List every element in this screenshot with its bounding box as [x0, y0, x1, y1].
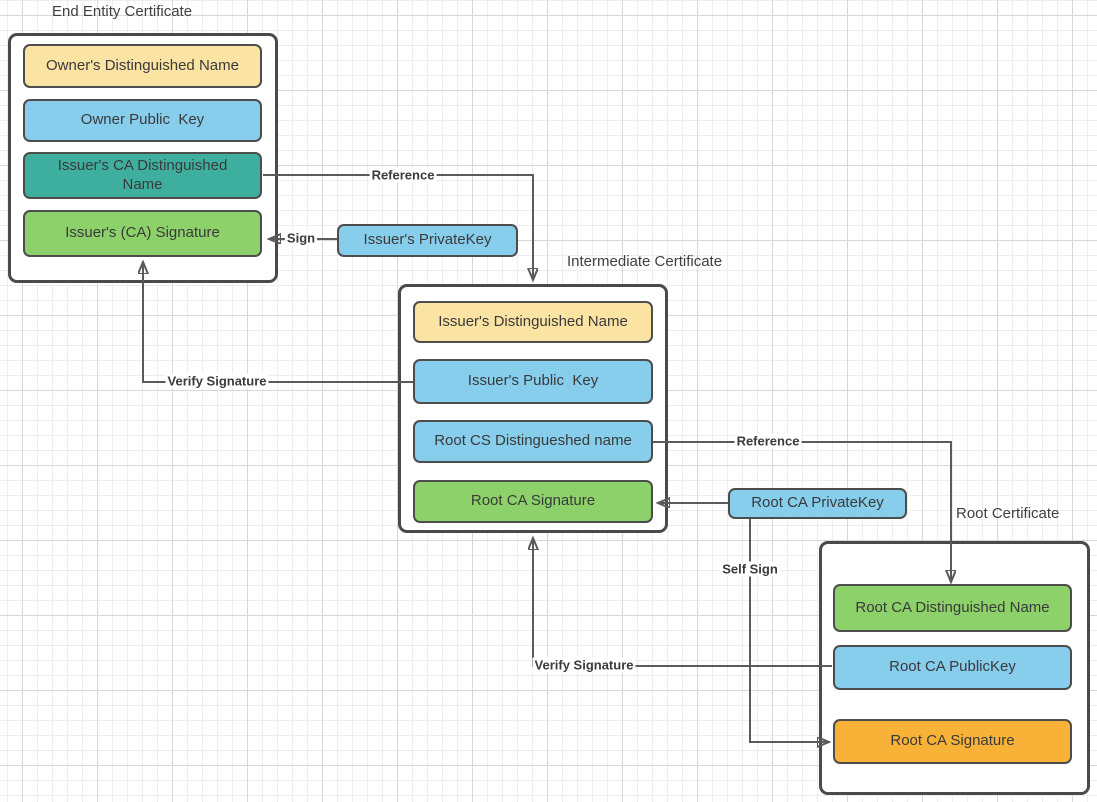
group-title-intermediate-certificate: Intermediate Certificate	[567, 253, 723, 270]
edge-label-reference-intermediate-to-root: Reference	[734, 433, 802, 449]
node-owner-public-key: Owner Public Key	[23, 99, 262, 142]
connector-verify-signature-root-to-intermediate	[533, 539, 832, 667]
edge-label-verify-signature-intermediate-to-end: Verify Signature	[165, 373, 269, 389]
node-issuers-ca-signature: Issuer's (CA) Signature	[23, 210, 262, 257]
group-title-root-certificate: Root Certificate	[956, 505, 1060, 522]
node-root-ca-signature-root: Root CA Signature	[833, 719, 1072, 764]
node-issuers-public-key: Issuer's Public Key	[413, 359, 653, 404]
connector-self-sign	[749, 519, 828, 742]
node-root-cs-distingueshed-name: Root CS Distingueshed name	[413, 420, 653, 463]
node-root-ca-public-key: Root CA PublicKey	[833, 645, 1072, 690]
node-root-ca-distinguished-name: Root CA Distinguished Name	[833, 584, 1072, 632]
group-title-end-entity-certificate: End Entity Certificate	[52, 3, 193, 20]
node-root-ca-signature-intermediate: Root CA Signature	[413, 480, 653, 523]
node-root-ca-private-key: Root CA PrivateKey	[728, 488, 907, 519]
node-issuers-distinguished-name: Issuer's Distinguished Name	[413, 301, 653, 343]
edge-label-verify-signature-root-to-intermediate: Verify Signature	[532, 657, 636, 673]
node-issuers-private-key: Issuer's PrivateKey	[337, 224, 518, 257]
edge-label-sign: Sign	[284, 230, 318, 246]
edge-label-self-sign: Self Sign	[720, 561, 780, 577]
node-owners-distinguished-name: Owner's Distinguished Name	[23, 44, 262, 88]
edge-label-reference-end-to-intermediate: Reference	[369, 167, 437, 183]
node-issuers-ca-distinguished-name: Issuer's CA Distinguished Name	[23, 152, 262, 199]
